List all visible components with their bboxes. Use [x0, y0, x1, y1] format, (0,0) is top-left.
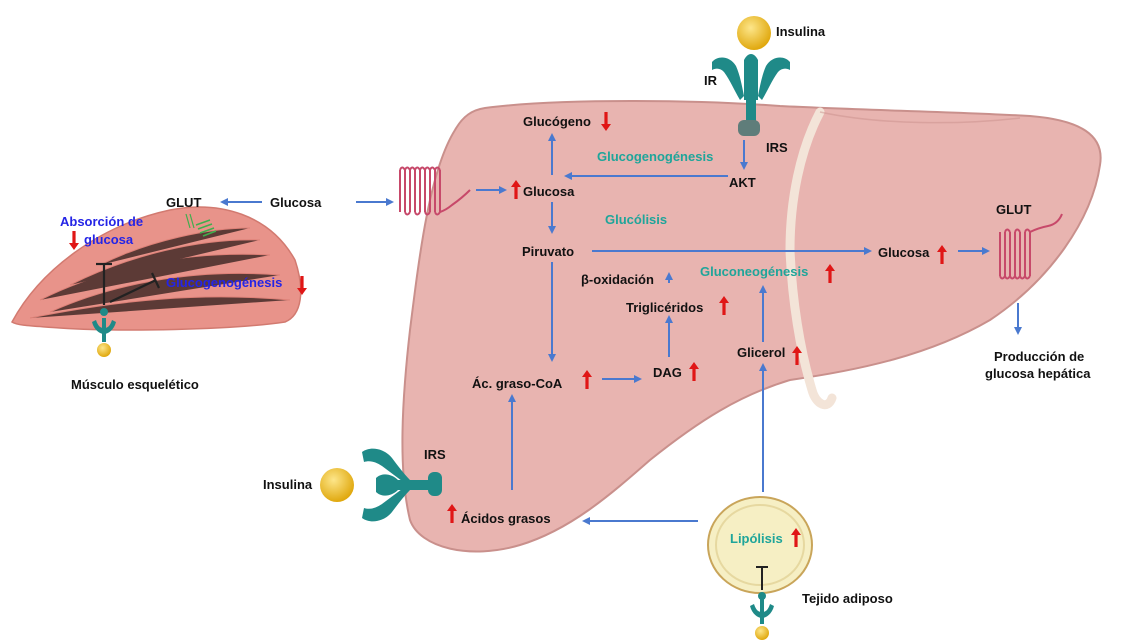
label-absorcion-line1: Absorción de	[60, 214, 143, 229]
insulin-molecule-bottom	[320, 468, 354, 502]
label-akt: AKT	[729, 175, 756, 190]
label-glut-right: GLUT	[996, 202, 1031, 217]
insulin-molecule-muscle	[97, 343, 111, 357]
label-beta-oxidacion: β-oxidación	[581, 272, 654, 287]
absorcion-down-arrow	[69, 231, 79, 250]
liver-shape	[402, 101, 1100, 552]
label-irs-top: IRS	[766, 140, 788, 155]
label-produccion-line2: glucosa hepática	[985, 366, 1091, 381]
label-lipolisis: Lipólisis	[730, 531, 783, 546]
label-irs-bottom: IRS	[424, 447, 446, 462]
label-glut-left: GLUT	[166, 195, 201, 210]
label-insulina-top: Insulina	[776, 24, 826, 39]
label-produccion-line1: Producción de	[994, 349, 1084, 364]
label-glucolisis: Glucólisis	[605, 212, 667, 227]
label-piruvato: Piruvato	[522, 244, 574, 259]
label-ir: IR	[704, 73, 718, 88]
label-glucogenogenesis-muscle: Glucogenogénesis	[166, 275, 282, 290]
label-glucosa-left: Glucosa	[270, 195, 322, 210]
label-acidos-grasos: Ácidos grasos	[461, 511, 551, 526]
label-glucosa-liver: Glucosa	[523, 184, 575, 199]
label-gluconeogenesis: Gluconeogénesis	[700, 264, 808, 279]
label-musculo: Músculo esquelético	[71, 377, 199, 392]
label-glucogenogenesis-liver: Glucogenogénesis	[597, 149, 713, 164]
label-glucosa-right: Glucosa	[878, 245, 930, 260]
insulin-molecule-adipose	[755, 626, 769, 640]
label-insulina-bottom: Insulina	[263, 477, 313, 492]
irs-top-block	[738, 120, 760, 136]
label-tejido-adiposo: Tejido adiposo	[802, 591, 893, 606]
label-trigliceridos: Triglicéridos	[626, 300, 703, 315]
label-ac-graso-coa: Ác. graso-CoA	[472, 376, 563, 391]
label-absorcion-line2: glucosa	[84, 232, 134, 247]
insulin-molecule-top	[737, 16, 771, 50]
label-glucogeno: Glucógeno	[523, 114, 591, 129]
label-glicerol: Glicerol	[737, 345, 785, 360]
adipose-receptor	[750, 592, 774, 624]
label-dag: DAG	[653, 365, 682, 380]
irs-bottom-block	[428, 472, 442, 496]
